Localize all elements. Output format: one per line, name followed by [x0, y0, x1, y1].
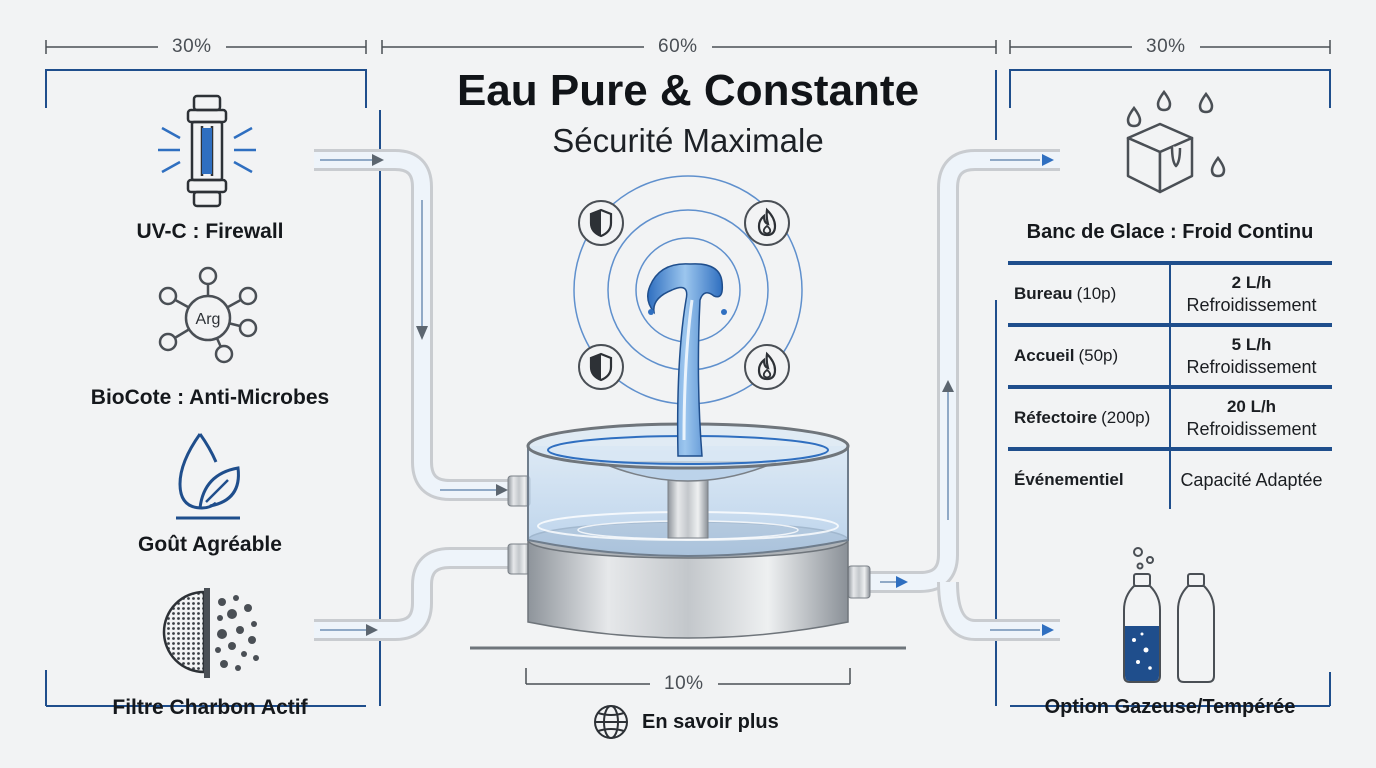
dimension-label-center: 60% — [644, 36, 712, 58]
column-frames — [45, 69, 1331, 707]
site-name: Accueil — [1014, 346, 1075, 365]
site-name: Bureau — [1014, 284, 1073, 303]
ice-cube-icon — [1126, 89, 1226, 194]
flame-icon — [744, 200, 790, 246]
rate-note: Refroidissement — [1186, 419, 1317, 439]
page-title: Eau Pure & Constante — [456, 66, 920, 115]
learn-more-link[interactable]: En savoir plus — [592, 702, 779, 742]
dimension-label-base: 10% — [650, 673, 718, 695]
water-drop-leaf-icon — [176, 433, 240, 520]
rate-note: Refroidissement — [1186, 295, 1317, 315]
rate-value: 5 L/h — [1231, 335, 1272, 354]
site-people: (10p) — [1076, 284, 1117, 303]
pipe-inlet-top — [314, 149, 510, 501]
rate-note: Capacité Adaptée — [1180, 470, 1323, 490]
bottles-icon — [1123, 547, 1215, 683]
page-subtitle: Sécurité Maximale — [552, 122, 824, 159]
molecule-label: Arg — [196, 311, 221, 328]
ice-bank-label: Banc de Glace : Froid Continu — [1026, 221, 1314, 243]
uv-lamp-icon — [158, 94, 256, 208]
shield-icon — [578, 344, 624, 390]
pipe-inlet-bottom — [314, 547, 510, 641]
feature-label-uvc: UV-C : Firewall — [136, 220, 284, 243]
rate-note: Refroidissement — [1186, 357, 1317, 377]
learn-more-label: En savoir plus — [642, 710, 779, 733]
shield-icon — [578, 200, 624, 246]
rate-value: 20 L/h — [1226, 397, 1277, 416]
water-jet — [647, 263, 727, 457]
rate-value: 2 L/h — [1231, 273, 1272, 292]
pipe-outlet — [868, 149, 1060, 641]
table-row: Événementiel Capacité Adaptée — [1008, 447, 1332, 509]
site-name: Réfectoire — [1014, 408, 1098, 427]
sparkling-option-label: Option Gazeuse/Tempérée — [1044, 696, 1296, 718]
site-people: (200p) — [1101, 408, 1151, 427]
feature-label-biocote: BioCote : Anti-Microbes — [90, 386, 330, 409]
dimension-label-left: 30% — [158, 36, 226, 58]
molecule-icon: Arg — [158, 266, 258, 364]
feature-label-charbon: Filtre Charbon Actif — [112, 696, 308, 719]
globe-icon — [594, 705, 628, 739]
site-name: Événementiel — [1014, 470, 1124, 489]
dimension-label-right: 30% — [1132, 36, 1200, 58]
site-people: (50p) — [1078, 346, 1119, 365]
flame-icon — [744, 344, 790, 390]
carbon-filter-icon — [162, 588, 259, 678]
feature-label-gout: Goût Agréable — [138, 533, 282, 556]
